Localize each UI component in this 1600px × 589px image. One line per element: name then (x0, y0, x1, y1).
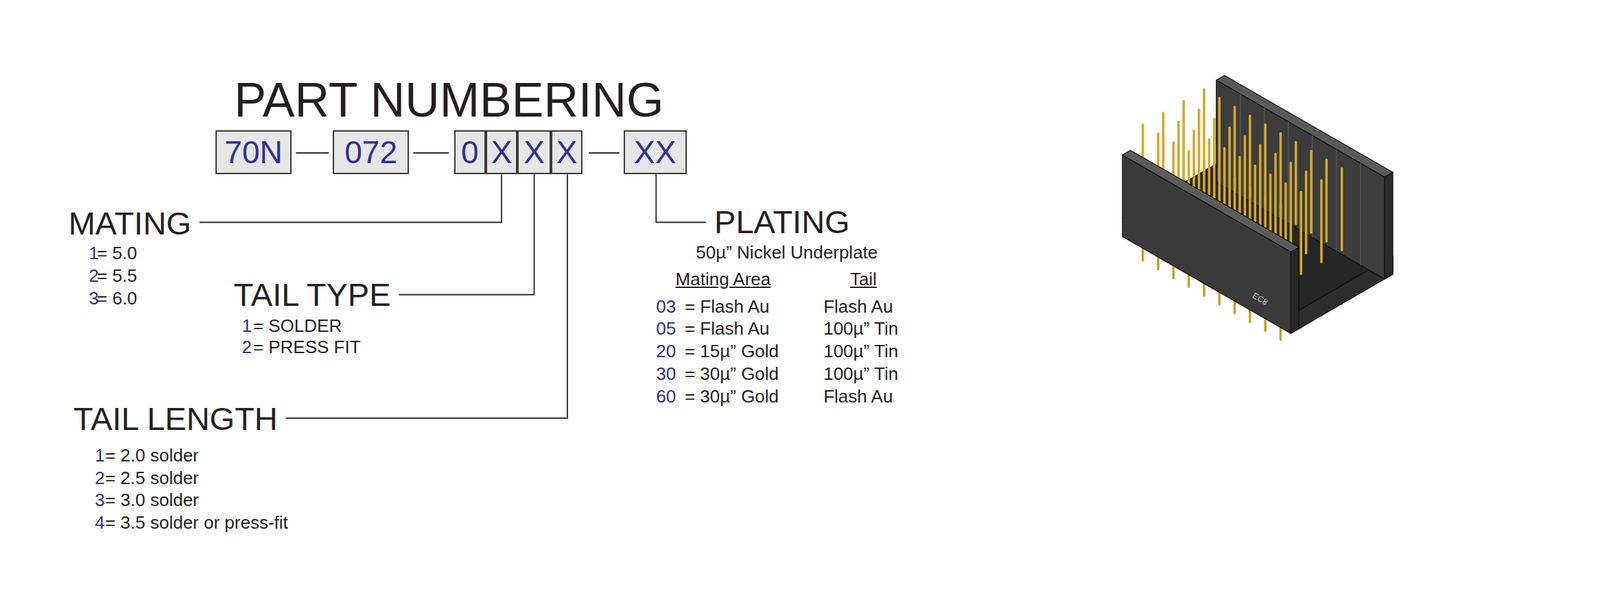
code-text: 70N (224, 136, 282, 169)
leader-lines (199, 153, 707, 419)
code-text: X (523, 136, 545, 169)
option-code: 05 (655, 319, 676, 340)
option-text: = PRESS FIT (253, 337, 361, 359)
option-code: 03 (655, 297, 676, 318)
option-text: = 3.0 solder (104, 490, 199, 512)
option-code: 2 (241, 337, 252, 359)
title: PART NUMBERING (233, 72, 664, 129)
option-text: = Flash Au (684, 319, 770, 340)
option-text: = 5.0 (96, 243, 138, 265)
code-text: XX (633, 136, 676, 169)
option-text: = Flash Au (684, 297, 770, 318)
option-text: = 6.0 (96, 288, 138, 310)
option-text: 100µ” Tin (823, 364, 899, 385)
code-box: 0 (454, 130, 486, 175)
column-heading: Mating Area (675, 269, 772, 291)
option-code: 4 (94, 513, 105, 534)
option-text: Flash Au (823, 297, 893, 318)
code-box: 072 (332, 130, 410, 175)
leader-line (199, 174, 502, 223)
dash (588, 152, 620, 154)
option-text: = 2.0 solder (104, 445, 199, 467)
housing-marking: EC8 (1250, 291, 1270, 309)
housing (1122, 75, 1393, 334)
option-text: 100µ” Tin (823, 341, 899, 363)
option-code: 60 (655, 386, 676, 408)
leader-line (655, 174, 707, 223)
section-heading: PLATING (714, 203, 851, 241)
option-text: Flash Au (823, 386, 893, 408)
option-text: = 30µ” Gold (684, 386, 779, 408)
code-box: X (550, 130, 583, 175)
connector-illustration (1122, 75, 1393, 340)
code-text: 0 (461, 136, 479, 169)
code-box: X (517, 130, 551, 175)
option-code: 30 (655, 364, 676, 385)
option-code: 2 (94, 468, 105, 490)
option-code: 3 (94, 490, 105, 512)
code-box: X (485, 130, 518, 175)
option-text: = SOLDER (253, 316, 342, 337)
leader-line (399, 174, 535, 295)
option-text: = 2.5 solder (104, 468, 199, 490)
option-code: 20 (655, 341, 676, 363)
code-text: X (556, 136, 578, 169)
option-text: = 30µ” Gold (684, 364, 779, 385)
option-code: 1 (94, 445, 105, 467)
code-text: X (491, 136, 513, 169)
option-text: = 15µ” Gold (684, 341, 779, 363)
dash (295, 152, 329, 154)
dash (413, 152, 449, 154)
code-box: 70N (215, 130, 293, 175)
section-heading: TAIL LENGTH (73, 400, 278, 438)
section-heading: MATING (68, 205, 192, 243)
option-text: = 5.5 (96, 266, 138, 287)
option-text: 50µ” Nickel Underplate (695, 242, 878, 264)
code-text: 072 (344, 136, 398, 169)
column-heading: Tail (850, 269, 877, 291)
section-heading: TAIL TYPE (233, 276, 392, 314)
option-code: 1 (241, 316, 252, 337)
option-text: = 3.5 solder or press-fit (104, 513, 289, 534)
front-wall (1122, 150, 1299, 334)
option-text: 100µ” Tin (823, 319, 899, 340)
code-box: XX (623, 130, 687, 175)
